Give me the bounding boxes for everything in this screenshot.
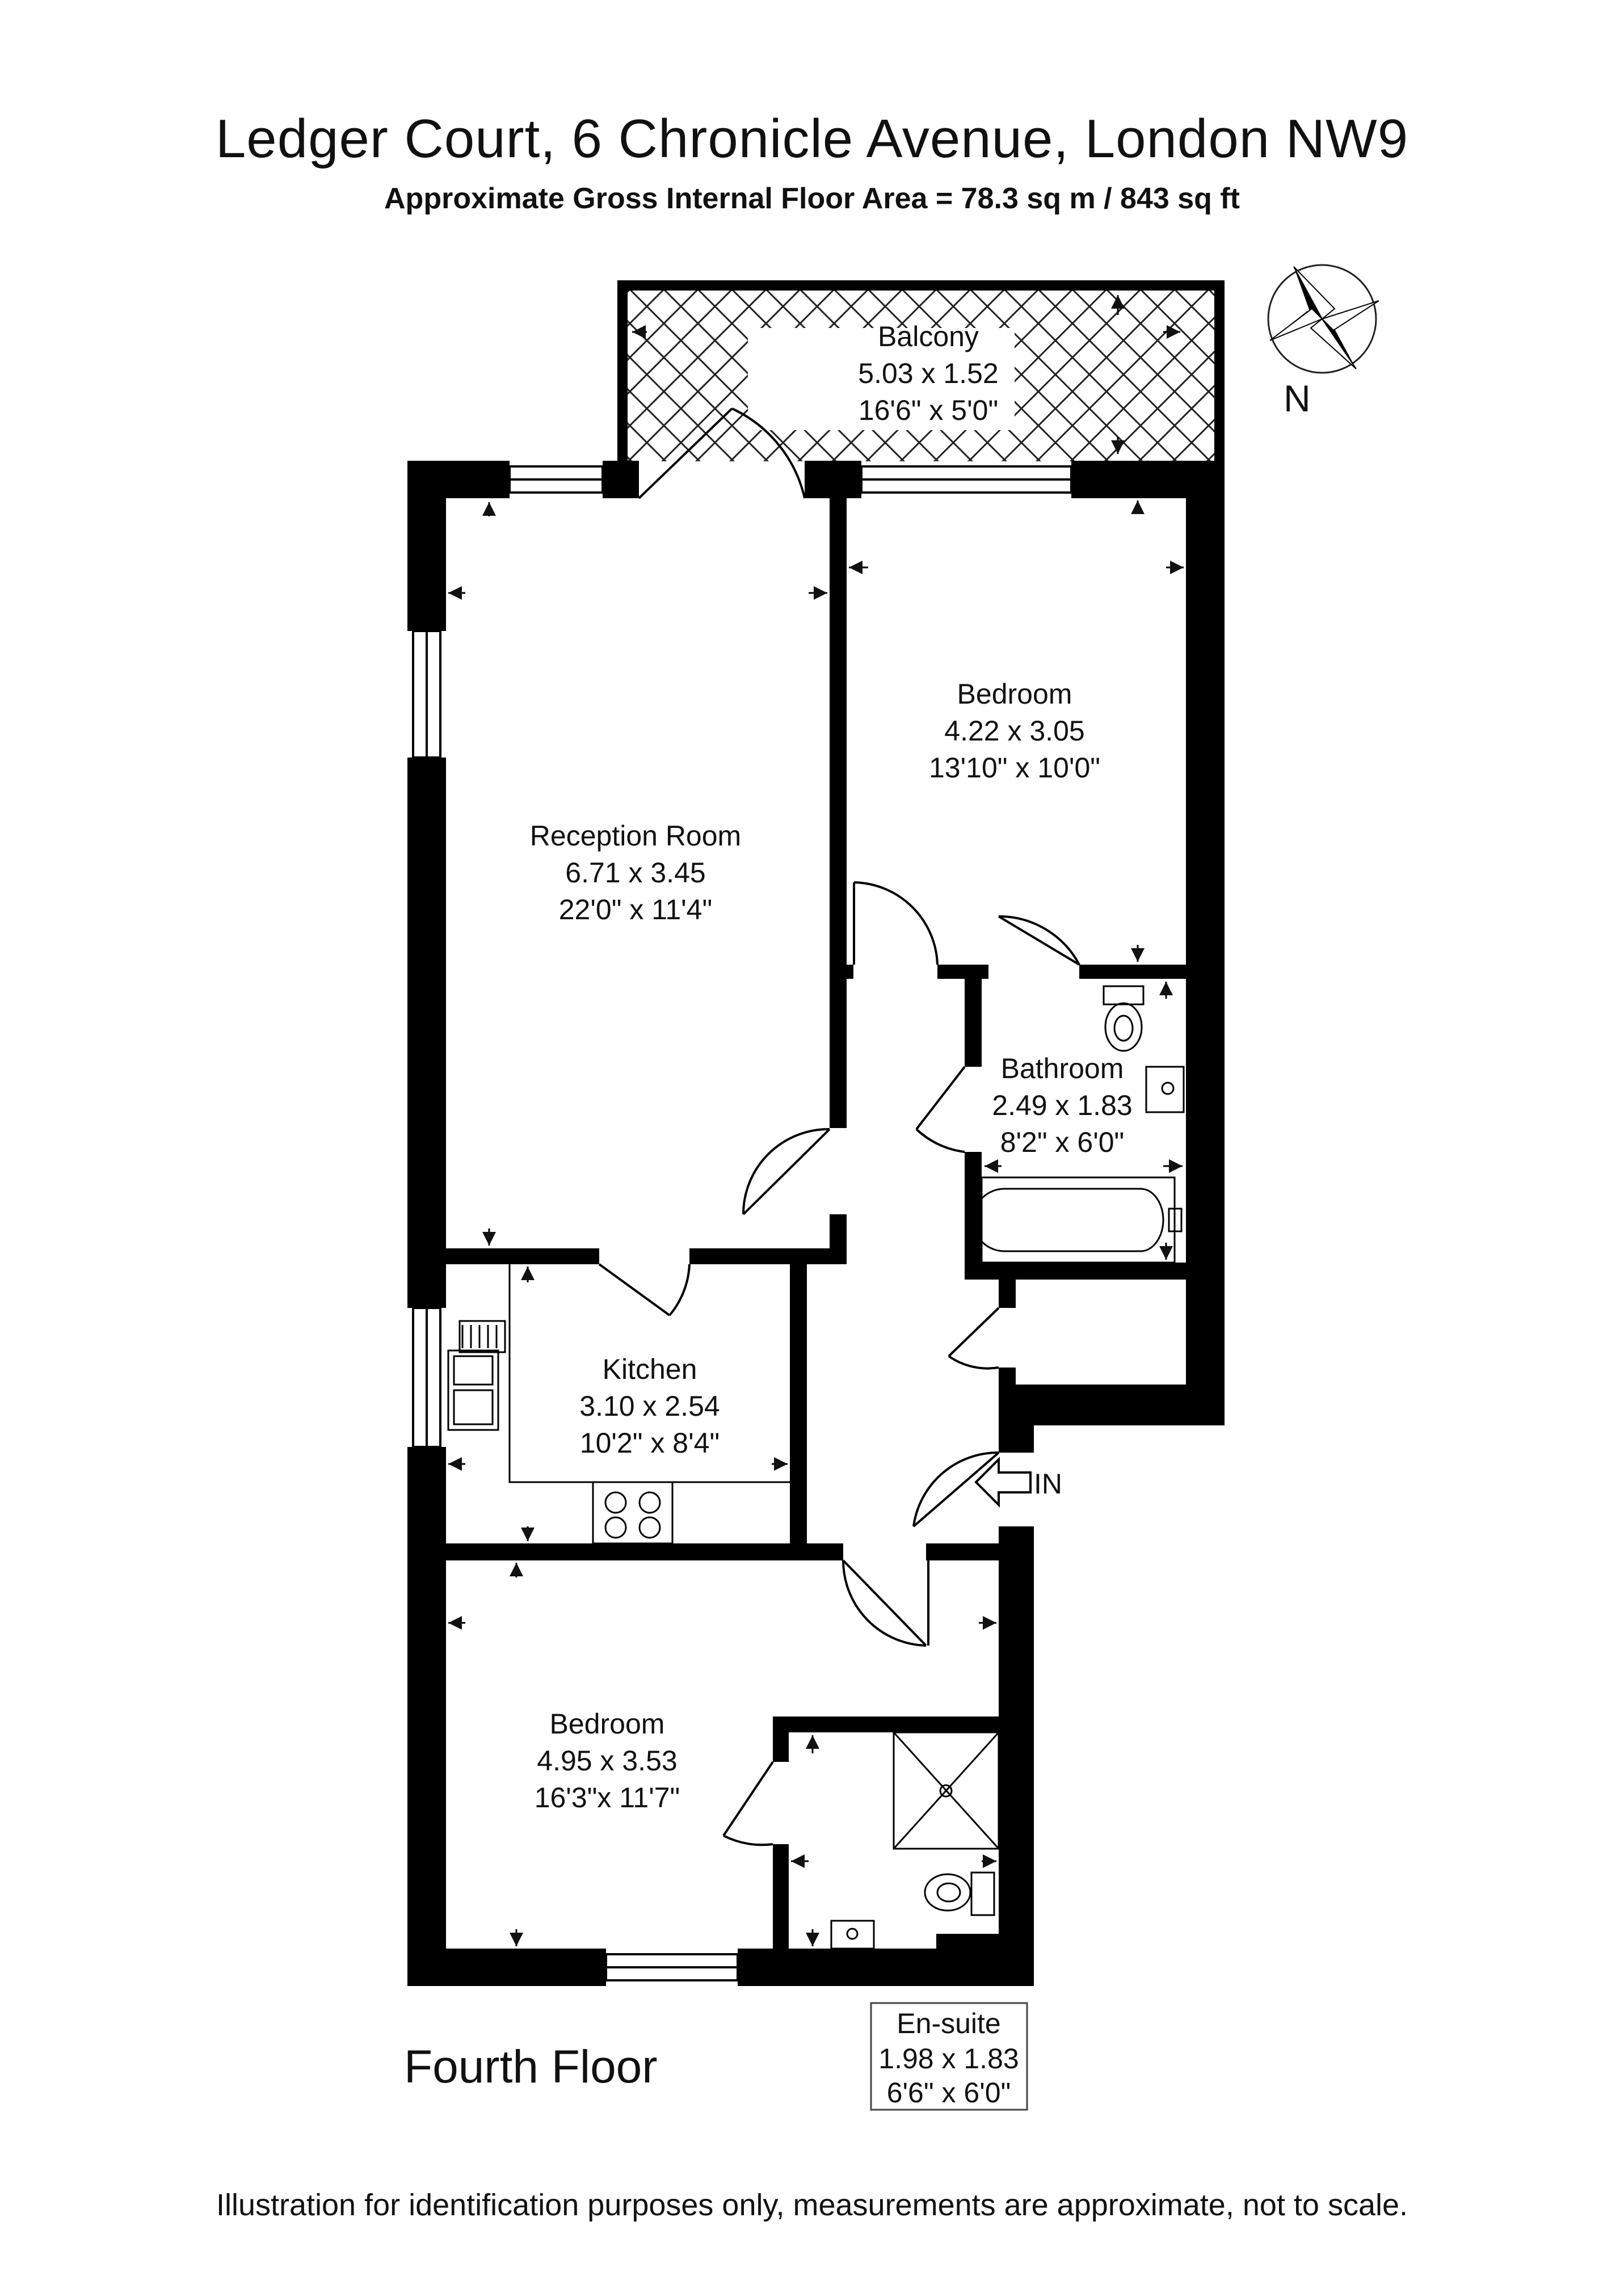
balcony-imperial: 16'6" x 5'0": [859, 394, 998, 426]
balcony: [617, 280, 1225, 471]
room-bedroom1-label: Bedroom 4.22 x 3.05 13'10" x 10'0": [929, 678, 1100, 784]
bedroom1-name: Bedroom: [957, 678, 1072, 710]
balcony-metric: 5.03 x 1.52: [858, 357, 998, 389]
entrance-label: IN: [1034, 1468, 1062, 1500]
kitchen-name: Kitchen: [603, 1353, 697, 1385]
dimension-arrows: [448, 295, 1184, 1946]
bathroom-fittings: [972, 985, 1185, 1264]
disclaimer-text: Illustration for identification purposes…: [216, 2188, 1408, 2222]
reception-imperial: 22'0" x 11'4": [559, 894, 713, 925]
kitchen-metric: 3.10 x 2.54: [579, 1390, 720, 1422]
bathroom-imperial: 8'2" x 6'0": [1000, 1126, 1125, 1158]
room-balcony-label: Balcony 5.03 x 1.52 16'6" x 5'0": [858, 321, 998, 426]
reception-name: Reception Room: [530, 820, 741, 852]
ensuite-metric: 1.98 x 1.83: [878, 2043, 1019, 2075]
balcony-name: Balcony: [878, 321, 979, 352]
property-address-title: Ledger Court, 6 Chronicle Avenue, London…: [215, 108, 1409, 169]
ensuite-fittings: [830, 1731, 1000, 1950]
room-ensuite-label: En-suite 1.98 x 1.83 6'6" x 6'0": [870, 2002, 1028, 2111]
bedroom2-name: Bedroom: [550, 1708, 665, 1740]
room-bathroom-label: Bathroom 2.49 x 1.83 8'2" x 6'0": [992, 1053, 1132, 1158]
room-bedroom2-label: Bedroom 4.95 x 3.53 16'3"x 11'7": [535, 1708, 680, 1814]
room-reception-label: Reception Room 6.71 x 3.45 22'0" x 11'4": [530, 820, 741, 925]
interior-walls: [446, 498, 1186, 1949]
entrance-arrow: IN: [974, 1457, 1062, 1508]
bathroom-name: Bathroom: [1001, 1053, 1124, 1084]
exterior-walls: [407, 461, 1225, 1986]
bathroom-metric: 2.49 x 1.83: [992, 1089, 1132, 1121]
bedroom1-metric: 4.22 x 3.05: [944, 715, 1084, 747]
kitchen-imperial: 10'2" x 8'4": [580, 1427, 720, 1459]
doors: [598, 407, 1080, 1846]
floor-level-label: Fourth Floor: [404, 2041, 658, 2093]
kitchen-fittings: [447, 1264, 790, 1545]
ensuite-imperial: 6'6" x 6'0": [887, 2077, 1011, 2109]
compass-north-label: N: [1284, 377, 1311, 419]
reception-metric: 6.71 x 3.45: [565, 857, 705, 889]
windows: [412, 465, 1072, 1981]
room-kitchen-label: Kitchen 3.10 x 2.54 10'2" x 8'4": [579, 1353, 720, 1459]
floor-area-subtitle: Approximate Gross Internal Floor Area = …: [384, 182, 1240, 215]
bedroom2-metric: 4.95 x 3.53: [537, 1745, 677, 1777]
bedroom2-imperial: 16'3"x 11'7": [535, 1782, 680, 1814]
bedroom1-imperial: 13'10" x 10'0": [929, 752, 1100, 784]
compass-rose-icon: N: [1267, 264, 1379, 419]
ensuite-name: En-suite: [897, 2008, 1000, 2039]
